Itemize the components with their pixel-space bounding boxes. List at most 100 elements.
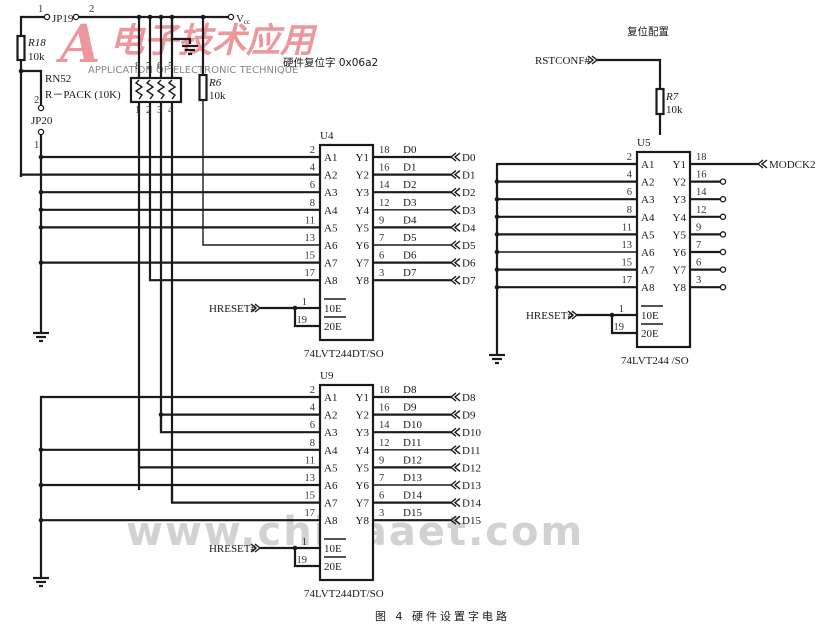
pin-name: Y4 bbox=[356, 445, 370, 457]
net-label: D7 bbox=[403, 267, 417, 279]
port-label: D11 bbox=[462, 445, 481, 457]
resistor-value: 10k bbox=[666, 104, 683, 116]
rpack-pin: 3 bbox=[157, 105, 162, 116]
pin-number: 3 bbox=[379, 508, 384, 519]
chevron-left-icon bbox=[453, 498, 461, 508]
port-label: D7 bbox=[462, 275, 476, 287]
pin-name: 20E bbox=[641, 328, 659, 340]
junction-dot bbox=[494, 179, 500, 184]
pin-name: Y5 bbox=[673, 229, 687, 241]
chevron-left-icon bbox=[756, 159, 764, 169]
chevron-right-icon bbox=[250, 543, 258, 553]
resistor-r6 bbox=[198, 73, 208, 102]
chevron-left-icon bbox=[449, 392, 457, 402]
port-arrow-icon bbox=[756, 159, 768, 169]
chip-ref: U4 bbox=[320, 130, 334, 142]
pin-name: A6 bbox=[324, 480, 338, 492]
pin-number: 4 bbox=[310, 403, 316, 414]
pin-name: A7 bbox=[324, 498, 338, 510]
chevron-left-icon bbox=[449, 410, 457, 420]
pin-name: A6 bbox=[324, 240, 338, 252]
port-arrow-icon bbox=[449, 275, 461, 285]
pin-number: 6 bbox=[310, 420, 315, 431]
pin-number: 4 bbox=[627, 170, 633, 181]
pin-name: A5 bbox=[641, 229, 655, 241]
port-arrow-icon bbox=[250, 303, 262, 313]
pin-number: 16 bbox=[696, 170, 707, 181]
chevron-left-icon bbox=[449, 498, 457, 508]
chevron-right-icon bbox=[254, 303, 262, 313]
pin-number: 1 bbox=[302, 537, 307, 548]
pin-number: 6 bbox=[379, 251, 384, 262]
rpack-pin: 1 bbox=[135, 105, 140, 116]
resistor-ref: R6 bbox=[208, 77, 222, 89]
jumper-pin: 1 bbox=[34, 140, 39, 151]
junction-dot bbox=[147, 14, 153, 20]
pin-name: A8 bbox=[641, 282, 655, 294]
resistor-zigzag-icon bbox=[134, 79, 144, 100]
pin-number: 1 bbox=[619, 304, 624, 315]
no-connect-terminal bbox=[719, 283, 727, 291]
watermark-logo-text: 电子技术应用 bbox=[110, 21, 318, 61]
no-connect-terminal bbox=[719, 266, 727, 273]
junction-dot bbox=[494, 249, 500, 255]
rpack-pin: 6 bbox=[157, 61, 162, 72]
pin-name: 10E bbox=[324, 303, 342, 315]
wire bbox=[19, 173, 320, 177]
resistor-value: 10k bbox=[28, 51, 45, 63]
pin-name: A6 bbox=[641, 247, 655, 259]
chevron-left-icon bbox=[449, 480, 457, 490]
chevron-left-icon bbox=[453, 152, 461, 162]
pin-number: 2 bbox=[310, 385, 315, 396]
net-label: D13 bbox=[403, 472, 422, 484]
wire bbox=[495, 162, 637, 355]
junction-dot bbox=[18, 68, 24, 74]
port-arrow-icon bbox=[587, 55, 599, 65]
chevron-left-icon bbox=[453, 170, 461, 180]
pin-name: Y4 bbox=[356, 205, 370, 217]
pin-number: 16 bbox=[379, 403, 390, 414]
pin-name: 10E bbox=[324, 543, 342, 555]
port-label: D6 bbox=[462, 258, 476, 270]
pin-name: 20E bbox=[324, 321, 342, 333]
wire bbox=[21, 69, 43, 105]
jumper-pin: 2 bbox=[34, 95, 39, 106]
chevron-left-icon bbox=[453, 410, 461, 420]
pin-number: 12 bbox=[379, 438, 390, 449]
pin-number: 4 bbox=[310, 163, 316, 174]
junction-dot bbox=[292, 545, 298, 551]
pin-name: A2 bbox=[324, 170, 337, 182]
hreset-label: HRESET# bbox=[209, 303, 257, 315]
pin-name: A8 bbox=[324, 515, 338, 527]
pin-name: Y2 bbox=[356, 170, 369, 182]
pin-number: 18 bbox=[379, 385, 390, 396]
chevron-left-icon bbox=[449, 152, 457, 162]
pin-number: 15 bbox=[305, 251, 316, 262]
pin-name: A7 bbox=[641, 265, 655, 277]
pin-name: A3 bbox=[324, 187, 338, 199]
hreset-label: HRESET# bbox=[209, 543, 257, 555]
wire bbox=[610, 315, 637, 335]
port-label: D3 bbox=[462, 205, 476, 217]
junction-dot bbox=[609, 312, 615, 318]
port-arrow-icon bbox=[449, 462, 461, 472]
junction-dot bbox=[38, 517, 44, 523]
wires bbox=[18, 13, 758, 578]
pin-name: A3 bbox=[324, 427, 338, 439]
watermark: A 电子技术应用 APPLICATION OF ELECTRONIC TECHN… bbox=[55, 14, 582, 555]
resistor-value: 10k bbox=[209, 90, 226, 102]
rpack-pin: 7 bbox=[146, 61, 151, 72]
wire bbox=[170, 17, 192, 44]
pin-name: 20E bbox=[324, 561, 342, 573]
chevron-left-icon bbox=[453, 187, 461, 197]
pin-name: A8 bbox=[324, 275, 338, 287]
pin-name: A4 bbox=[324, 445, 338, 457]
components bbox=[16, 34, 768, 588]
port-label: D0 bbox=[462, 152, 476, 164]
pin-number: 8 bbox=[310, 438, 315, 449]
port-arrow-icon bbox=[449, 258, 461, 268]
chevron-left-icon bbox=[453, 462, 461, 472]
jumper-terminal bbox=[37, 104, 45, 112]
rstconf-label: RSTCONF# bbox=[535, 55, 591, 67]
